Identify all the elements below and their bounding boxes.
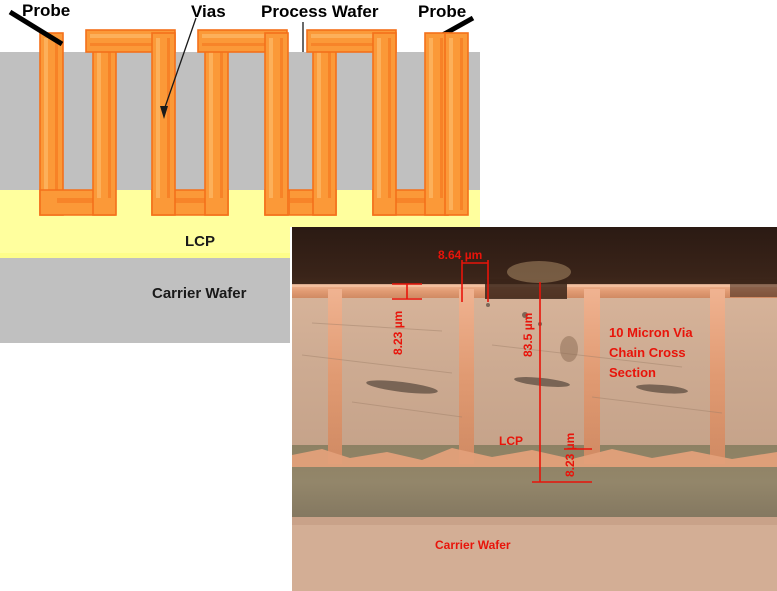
vias-leader [163,17,197,111]
annotation-top-copper-thickness: 8.23 µm [391,311,405,355]
carrier-wafer-region [292,517,777,591]
top-trace-gap-2 [730,279,777,297]
via-u-1 [39,32,117,216]
caption-line-2: Chain Cross [609,345,686,360]
copper-lcp-interface [292,448,777,467]
annotation-lcp-thickness: 8.23 µm [563,433,577,477]
via-post-2 [459,289,474,464]
process-wafer-region [292,287,777,457]
top-trace-gap-1 [485,279,567,299]
wafer-inclusions [366,303,688,394]
layer-label-lcp: LCP [185,233,215,250]
caption-line-3: Section [609,365,656,380]
schematic-right-continuation [290,29,480,227]
schematic-cross-section-diagram: Probe Vias LCP Carrier Wafer [0,0,290,343]
probe-post-right [444,32,469,216]
callout-label-vias: Vias [191,2,226,21]
micrograph-label-lcp: LCP [499,434,523,448]
caption-line-1: 10 Micron Via [609,325,693,340]
via-u-3-right [290,32,337,216]
copper-via-posts [328,289,725,464]
micrograph-label-carrier-wafer: Carrier Wafer [435,538,511,552]
micrograph-svg: 8.64 µm 8.23 µm 83.5 µm 8.23 µm 10 Micro… [292,227,777,591]
wafer-void [560,336,578,362]
copper-via-chain [39,29,290,216]
probe-left-leader [8,9,64,47]
lcp-layer-shadow [0,253,290,258]
carrier-wafer-layer [0,258,290,343]
via-u-4 [372,32,449,216]
callout-label-probe-left: Probe [22,1,70,20]
vias-arrowhead [160,106,168,119]
callout-label-probe-right: Probe [418,2,466,21]
callout-label-process-wafer: Process Wafer [261,2,379,21]
annotation-stack-height: 83.5 µm [521,313,535,357]
via-post-1 [328,289,342,464]
via-u-2 [151,32,229,216]
annotation-lines [392,260,592,483]
via-u-3 [264,32,290,216]
callout-leaders [8,9,197,119]
annotation-via-top-width: 8.64 µm [438,248,482,262]
epoxy-debris [507,261,571,283]
layer-label-carrier-wafer: Carrier Wafer [152,285,247,302]
via-post-4 [710,289,725,464]
wafer-texture [301,322,723,418]
carrier-wafer-interface [292,517,777,525]
via-post-3 [584,289,600,464]
via-chain-micrograph: 8.64 µm 8.23 µm 83.5 µm 8.23 µm 10 Micro… [292,227,777,591]
schematic-svg: Probe Vias LCP Carrier Wafer [0,0,290,343]
probe-post-left [39,32,64,216]
